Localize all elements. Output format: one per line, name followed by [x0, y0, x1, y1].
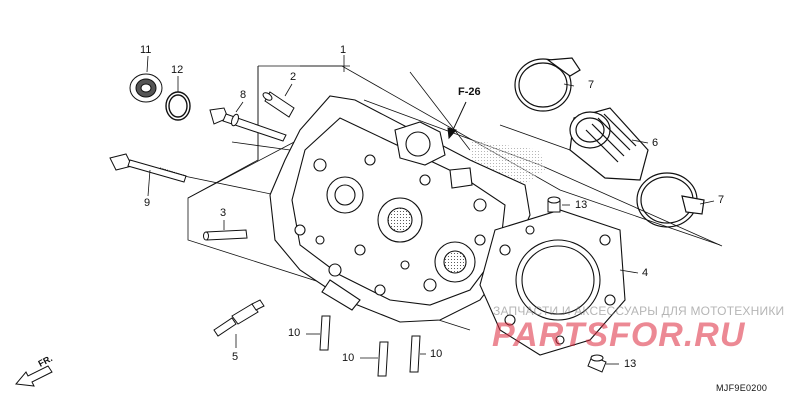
label-part-7b: 7	[718, 194, 725, 206]
part-7-clamp-top	[514, 57, 581, 112]
part-8-bolt	[209, 107, 287, 142]
part-7-clamp-bottom	[636, 172, 705, 228]
watermark-text: ЗАПЧАСТИ И АКСЕССУАРЫ ДЛЯ МОТОТЕХНИКИ	[493, 304, 785, 318]
label-part-3: 3	[220, 207, 227, 219]
reference-arrow	[447, 101, 467, 140]
part-13-dowels	[547, 196, 607, 373]
part-11-cap	[129, 73, 163, 103]
label-part-12: 12	[171, 64, 184, 76]
part-4-gasket	[479, 209, 626, 356]
label-part-4: 4	[642, 267, 649, 279]
label-part-7a: 7	[588, 79, 595, 91]
label-part-10c: 10	[430, 348, 443, 360]
label-part-2: 2	[290, 71, 297, 83]
part-10-studs	[319, 315, 421, 377]
label-part-10b: 10	[342, 352, 355, 364]
part-9-bolt	[109, 153, 187, 183]
label-part-13a: 13	[575, 199, 588, 211]
label-part-5: 5	[232, 351, 239, 363]
part-12-o-ring	[165, 91, 191, 121]
reference-label: F-26	[458, 86, 481, 98]
part-3-dowel	[203, 229, 248, 241]
leader-lines	[146, 55, 715, 365]
part-5-spark-plug	[213, 299, 265, 337]
label-part-11: 11	[140, 44, 152, 56]
cylinder-head	[269, 95, 531, 323]
label-part-9: 9	[144, 197, 151, 209]
label-part-10a: 10	[288, 327, 301, 339]
part-6-intake-boot	[569, 107, 649, 181]
label-part-13b: 13	[624, 358, 637, 370]
watermark-logo: PARTSFOR.RU	[492, 316, 746, 354]
label-part-6: 6	[652, 137, 659, 149]
label-part-8: 8	[240, 89, 247, 101]
front-arrow-icon	[15, 365, 53, 387]
part-2-dowel	[262, 91, 295, 118]
diagram-code: MJF9E0200	[716, 383, 768, 393]
label-part-1: 1	[340, 44, 347, 56]
